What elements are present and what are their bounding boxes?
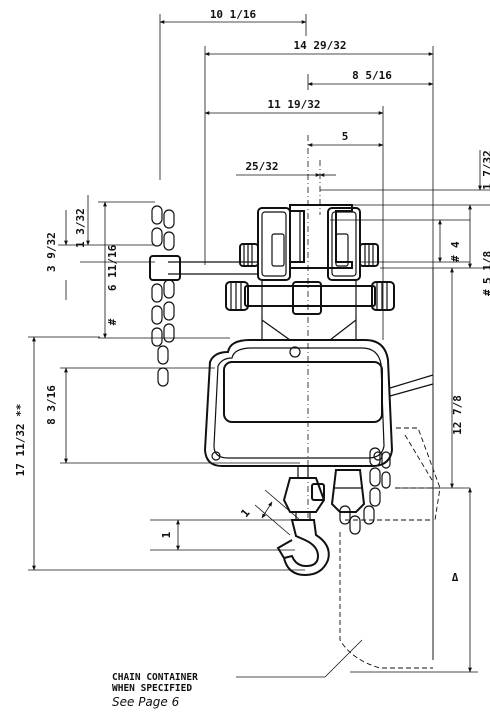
- dim-right-5-1-8-label: 5 1/8: [481, 251, 490, 284]
- trolley-lower-links: [261, 280, 357, 341]
- chain-container-outline: [339, 427, 441, 669]
- dim-right-4-label: 4: [449, 241, 462, 248]
- dim-left-6-11-16-mark: #: [106, 318, 119, 325]
- dim-left-8-3-16: 8 3/16: [45, 367, 300, 464]
- dim-right-12-7-8: 12 7/8: [395, 267, 470, 660]
- load-chain-sheave: [330, 469, 366, 513]
- dim-hook-1: 1: [150, 519, 295, 551]
- dim-left-3-9-32: 3 9/32: [45, 210, 155, 300]
- dim-right-delta: Δ: [350, 487, 478, 673]
- chain-container-leader: [236, 639, 363, 678]
- dim-left-6-11-16-label: 6 11/16: [106, 244, 119, 291]
- bottom-block: [282, 466, 326, 520]
- dim-right-offset: 8 5/16: [307, 69, 434, 90]
- hook: [276, 519, 330, 577]
- dim-left-3-9-32-label: 3 9/32: [45, 232, 58, 272]
- trolley-side-plates: [257, 207, 361, 281]
- dim-right-5-1-8-mark: #: [481, 289, 490, 296]
- hand-chain: [151, 205, 175, 387]
- trolley-cross-shaft: [225, 281, 395, 315]
- chain-container-note-line2: WHEN SPECIFIED: [112, 683, 192, 694]
- hoist-body: [203, 339, 394, 467]
- dim-beam-flange: 25/32: [236, 160, 336, 177]
- dim-hook-1-label: 1: [160, 531, 173, 538]
- dim-right-12-7-8-label: 12 7/8: [451, 395, 464, 435]
- dim-right-4-mark: #: [449, 255, 462, 262]
- dim-overall-height-label: 17 11/32 **: [14, 404, 27, 477]
- dim-center-offset: 5: [307, 130, 384, 147]
- control-cable: [389, 374, 434, 397]
- dim-left-1-3-32-label: 1 3/32: [74, 208, 87, 248]
- dim-left-1-3-32: 1 3/32: [74, 195, 155, 263]
- dim-top-width: 10 1/16: [159, 8, 307, 180]
- dim-left-8-3-16-label: 8 3/16: [45, 385, 58, 425]
- trolley-wheels: [271, 233, 349, 267]
- i-beam: [289, 204, 353, 269]
- dim-hook-diag-label: 1: [238, 506, 252, 520]
- dim-top-width-label: 10 1/16: [210, 8, 257, 21]
- dim-right-offset-label: 8 5/16: [352, 69, 392, 82]
- dim-beam-flange-label: 25/32: [245, 160, 278, 173]
- dim-right-top: 1 7/32: [320, 150, 490, 206]
- dim-right-top-label: 1 7/32: [481, 150, 490, 190]
- dim-overall-height: 17 11/32 **: [14, 336, 305, 571]
- dim-overall-width-label: 14 29/32: [294, 39, 347, 52]
- see-page-note: See Page 6: [112, 695, 180, 709]
- hand-chain-wheel-axle: [149, 255, 258, 281]
- load-chain: [339, 447, 391, 535]
- trolley-nuts-upper: [239, 243, 379, 267]
- dim-right-5-1-8: # 5 1/8: [380, 204, 490, 296]
- dim-right-delta-label: Δ: [452, 571, 459, 584]
- dim-center-offset-label: 5: [342, 130, 349, 143]
- dim-mid-width-label: 11 19/32: [268, 98, 321, 111]
- dim-right-4: # 4: [330, 219, 470, 263]
- chain-container-note-line1: CHAIN CONTAINER: [112, 672, 198, 683]
